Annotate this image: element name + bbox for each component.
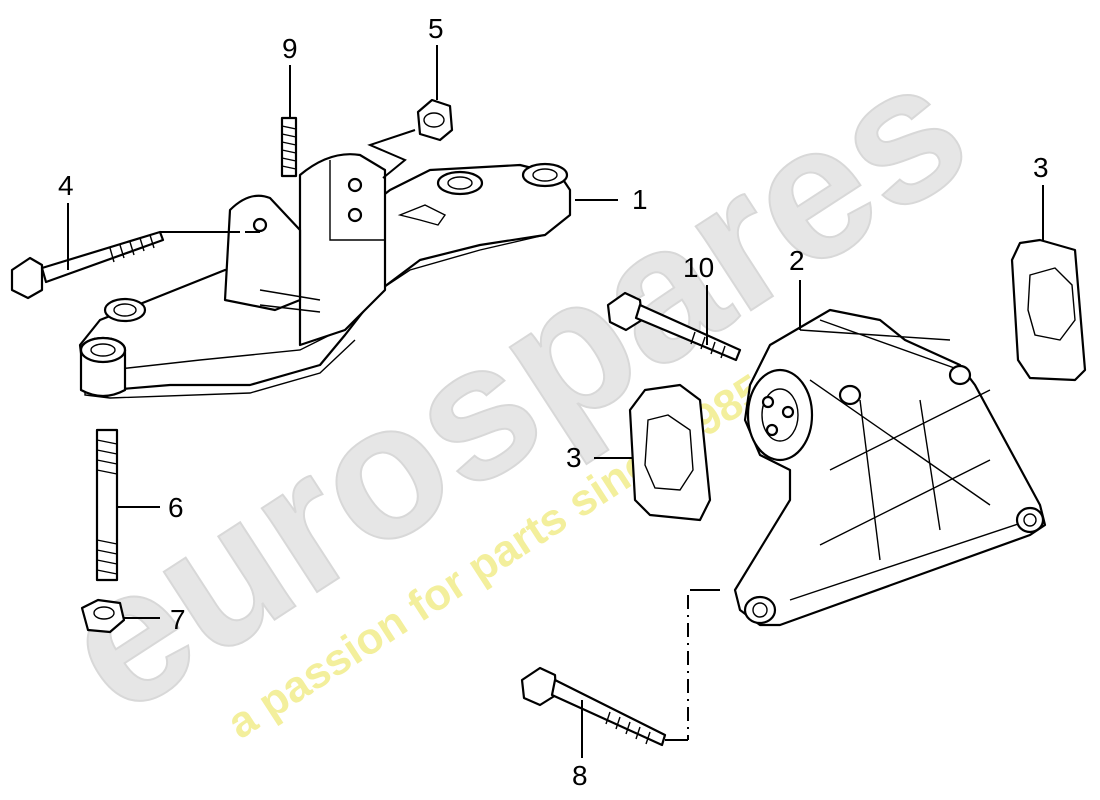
callout-4: 4 bbox=[58, 170, 74, 201]
engine-mount-part bbox=[733, 308, 1047, 627]
washer-part bbox=[1010, 238, 1087, 382]
bracket-part bbox=[78, 153, 572, 399]
bolt-part bbox=[10, 230, 165, 300]
stud-part bbox=[95, 428, 119, 582]
callout-3: 3 bbox=[566, 442, 582, 473]
nut-part bbox=[416, 98, 454, 142]
callout-3: 3 bbox=[1033, 152, 1049, 183]
callout-2: 2 bbox=[789, 245, 805, 276]
callout-1: 1 bbox=[632, 184, 648, 215]
callout-8: 8 bbox=[572, 760, 588, 791]
callout-9: 9 bbox=[282, 33, 298, 64]
leader-lines bbox=[67, 45, 1044, 758]
callout-7: 7 bbox=[170, 604, 186, 635]
callout-5: 5 bbox=[428, 13, 444, 44]
bolt-part bbox=[520, 666, 667, 747]
callout-10: 10 bbox=[683, 252, 714, 283]
callout-6: 6 bbox=[168, 492, 184, 523]
bolt-part bbox=[606, 291, 742, 362]
washer-part bbox=[628, 383, 712, 522]
callout-labels: 1 2 3 3 4 5 6 7 8 9 10 bbox=[58, 13, 1049, 791]
nut-part bbox=[80, 598, 126, 634]
stud-part bbox=[280, 116, 298, 178]
